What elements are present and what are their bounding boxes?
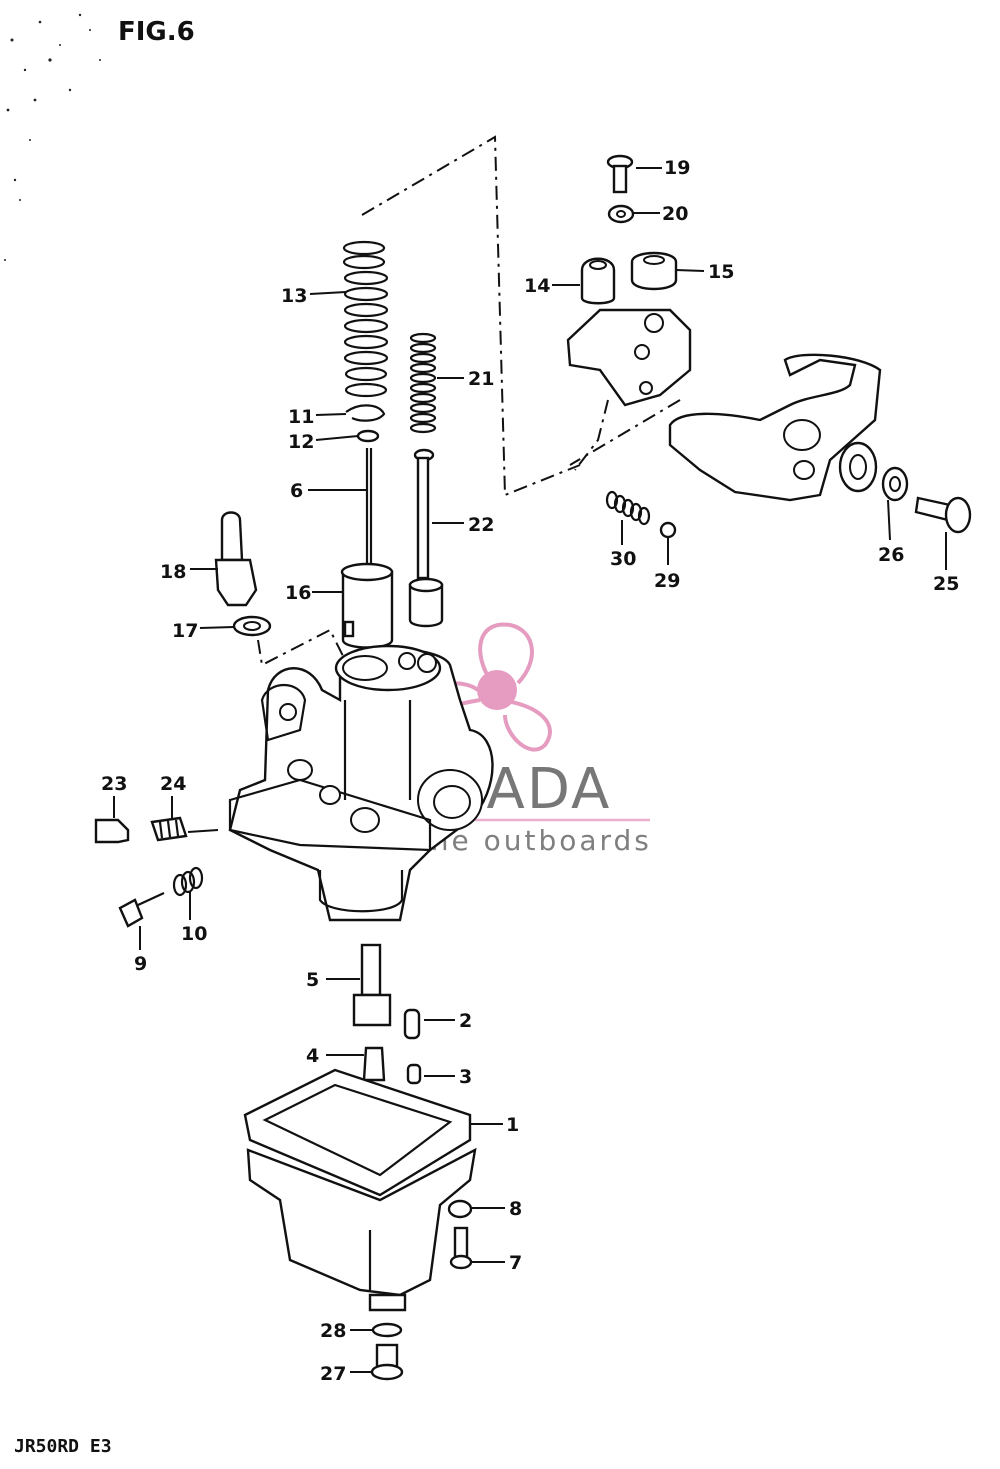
part-18-air-vent-nipple [214,511,258,607]
callout-21: 21 [468,368,494,390]
part-12-retainer [356,429,380,443]
part-15-cap [630,251,678,291]
callout-23: 23 [101,773,127,795]
callout-26: 26 [878,544,904,566]
part-7-screw [449,1226,473,1270]
callout-7: 7 [509,1252,522,1274]
callout-8: 8 [509,1198,522,1220]
callout-18: 18 [160,561,186,583]
callout-3: 3 [459,1066,472,1088]
model-code: JR50RD E3 [14,1436,112,1457]
callout-10: 10 [181,923,207,945]
part-8-washer [447,1199,473,1219]
part-9-pilot-screw [118,892,165,928]
part-23-cap [94,818,130,844]
carburetor-body [228,644,494,922]
callout-5: 5 [306,969,319,991]
callout-1: 1 [506,1114,519,1136]
part-17-washer [232,615,272,637]
part-3-jet [406,1063,422,1085]
part-6-jet-needle [365,448,373,570]
part-10-spring [172,866,204,897]
part-16-throttle-valve [340,562,394,649]
callout-27: 27 [320,1363,346,1385]
callout-2: 2 [459,1010,472,1032]
part-14-cap [580,257,616,305]
callout-9: 9 [134,953,147,975]
callout-20: 20 [662,203,688,225]
callout-19: 19 [664,157,690,179]
part-19-screw [606,154,634,194]
callout-15: 15 [708,261,734,283]
part-26-washer-stack [838,441,909,502]
callout-6: 6 [290,480,303,502]
part-22-starter-plunger [408,448,444,628]
callout-22: 22 [468,514,494,536]
callout-13: 13 [281,285,307,307]
float-bowl [246,1147,477,1312]
part-24-spring-screw [150,816,188,842]
part-13-throttle-spring [342,240,389,398]
part-1-float-chamber-gasket [243,1068,472,1197]
callout-17: 17 [172,620,198,642]
assembly-guide-lines [257,135,681,667]
callout-4: 4 [306,1045,319,1067]
part-2-jet [403,1008,421,1040]
part-25-bolt [914,496,972,534]
callout-30: 30 [610,548,636,570]
part-28-gasket [371,1322,403,1338]
figure-title: FIG.6 [118,17,195,47]
part-5-needle-jet [352,943,392,1027]
callout-24: 24 [160,773,186,795]
part-27-drain-screw [370,1343,404,1381]
part-11-needle-clip [345,404,386,422]
leader-lines [113,167,947,1373]
part-20-washer [607,204,635,224]
callout-16: 16 [285,582,311,604]
callout-14: 14 [524,275,550,297]
part-4-main-jet [362,1046,386,1082]
part-30-spring [605,490,651,526]
callout-28: 28 [320,1320,346,1342]
starter-bracket [566,308,692,407]
callout-11: 11 [288,406,314,428]
callout-12: 12 [288,431,314,453]
callout-29: 29 [654,570,680,592]
part-21-pilot-spring [409,332,437,434]
scan-noise [4,13,101,261]
callout-labels: 1 2 3 4 5 6 7 8 9 10 11 12 13 14 15 16 1… [101,157,959,1385]
part-29-ball [659,521,677,539]
callout-25: 25 [933,573,959,595]
starter-lever [668,353,882,502]
